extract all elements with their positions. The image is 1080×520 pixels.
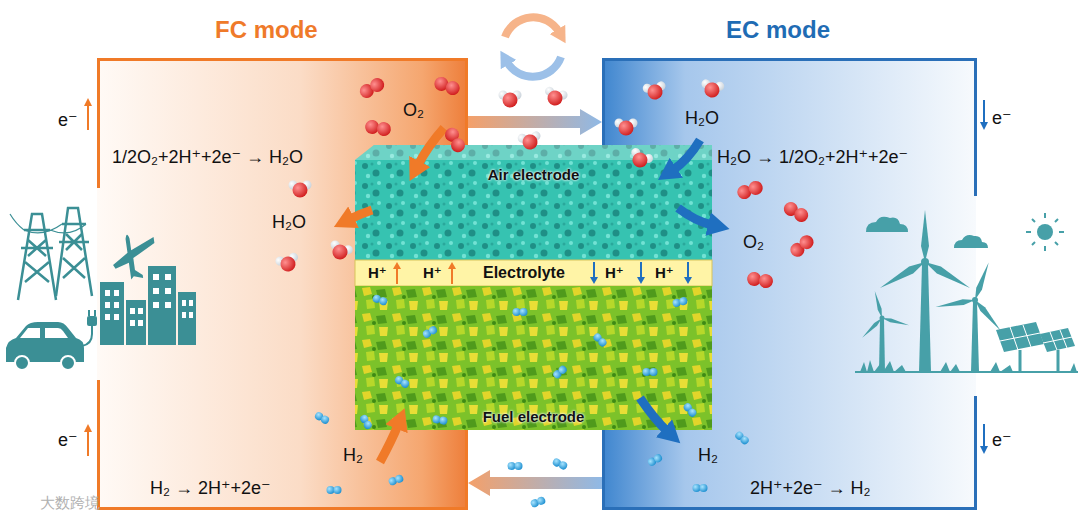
half-reaction: H₂O → 1/2O₂+2H⁺+2e⁻ — [717, 147, 908, 169]
watermark: 大数跨境 — [40, 494, 100, 512]
mode-cycle-symbol — [505, 17, 561, 76]
half-reaction: H₂ → 2H⁺+2e⁻ — [150, 478, 271, 500]
gas-flow-arrows — [350, 128, 712, 462]
proton-arrows — [393, 262, 692, 284]
molecule-label: H₂ — [343, 445, 363, 467]
molecule-label: H₂ — [698, 445, 718, 467]
fc-frame — [97, 58, 100, 188]
half-reaction: 2H⁺+2e⁻ → H₂ — [750, 478, 871, 500]
electron-arrows — [84, 98, 988, 456]
molecule-label: O₂ — [743, 232, 764, 254]
half-reaction: 1/2O₂+2H⁺+2e⁻ → H₂O — [112, 147, 303, 169]
electron-label: e⁻ — [992, 108, 1012, 130]
layer-name: Electrolyte — [483, 263, 565, 282]
flow-arrow — [468, 109, 602, 135]
electron-label: e⁻ — [58, 110, 78, 132]
mode-heading: FC mode — [215, 16, 318, 45]
proton-label: H⁺ — [605, 264, 624, 282]
power-use-icons — [6, 208, 196, 370]
electron-label: e⁻ — [58, 430, 78, 452]
molecule-label: H₂O — [272, 212, 306, 234]
electron-label: e⁻ — [992, 430, 1012, 452]
proton-label: H⁺ — [368, 264, 387, 282]
ec-frame — [974, 58, 977, 196]
proton-label: H⁺ — [423, 264, 442, 282]
molecule-label: O₂ — [403, 100, 424, 122]
layer-name: Fuel electrode — [483, 408, 585, 426]
air-electrode-layer: Air electrode — [355, 160, 712, 260]
fuel-electrode-layer: Fuel electrode — [355, 286, 712, 430]
molecule-label: H₂O — [685, 108, 719, 130]
molecules — [274, 75, 816, 508]
renewable-icons — [855, 210, 1078, 372]
mode-heading: EC mode — [726, 16, 830, 45]
layer-name: Air electrode — [488, 166, 580, 184]
fc-frame — [97, 380, 100, 510]
proton-label: H⁺ — [655, 264, 674, 282]
cell-stack — [355, 145, 712, 430]
flow-arrow — [468, 470, 602, 496]
electrolyte-layer: H⁺ H⁺ Electrolyte H⁺ H⁺ — [355, 260, 712, 286]
ec-frame — [974, 396, 977, 510]
